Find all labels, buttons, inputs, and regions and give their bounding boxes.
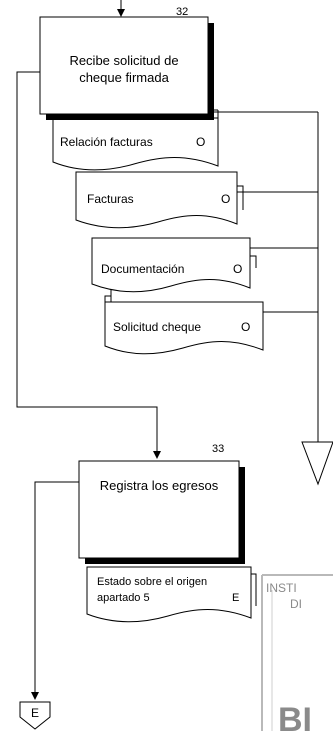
document-solicitud-cheque-name: Solicitud cheque [113, 320, 201, 334]
document-estado-origen-code: E [232, 592, 239, 604]
document-facturas-code: O [221, 192, 230, 206]
document-relacion-facturas-code: O [196, 135, 205, 149]
document-estado-origen-line1: Estado sobre el origen [97, 576, 207, 588]
document-facturas-name: Facturas [87, 192, 134, 206]
document-documentacion-name: Documentación [101, 262, 184, 276]
off-page-connector [19, 701, 51, 730]
step-33-label: Registra los egresos [100, 478, 219, 493]
step-33-box [78, 460, 240, 559]
document-flow-lines [214, 111, 319, 442]
step-32-label-line1: Recibe solicitud de [69, 53, 178, 68]
connector-label: E [31, 706, 39, 720]
document-documentacion-code: O [233, 262, 242, 276]
step-32-label-line2: cheque firmada [79, 70, 169, 85]
file-archive-triangle [301, 441, 333, 486]
document-facturas: Facturas O [75, 171, 244, 229]
step-33-number: 33 [212, 443, 224, 455]
step-32-number: 32 [176, 6, 188, 18]
document-solicitud-cheque-code: O [241, 320, 250, 334]
watermark-stamp: INSTI DI BI [261, 574, 333, 731]
document-estado-origen-line2: apartado 5 [97, 592, 150, 604]
arrow-to-connector [31, 481, 79, 700]
watermark-line3: BI [278, 701, 312, 731]
watermark-line1: INSTI [266, 581, 297, 595]
document-relacion-facturas: Relación facturas O [52, 104, 219, 171]
document-estado-origen: Estado sobre el origen apartado 5 E [86, 566, 257, 623]
document-solicitud-cheque: Solicitud cheque O [104, 290, 264, 355]
document-relacion-facturas-name: Relación facturas [60, 135, 153, 149]
watermark-line2: DI [290, 597, 302, 611]
document-documentacion: Documentación O [91, 237, 257, 293]
loop-arrow-to-step-33 [16, 71, 161, 459]
step-32-box [39, 16, 209, 115]
